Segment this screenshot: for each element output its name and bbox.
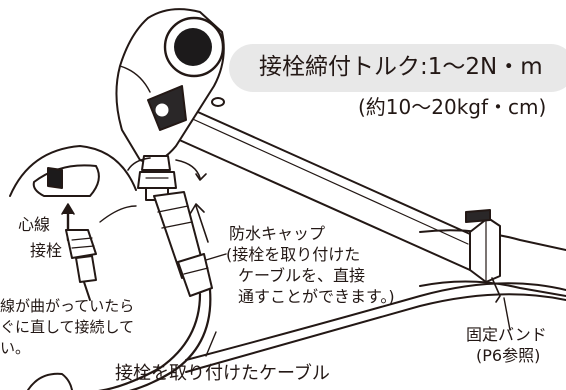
coax-cable (97, 292, 202, 390)
waterproof-cap (153, 191, 213, 297)
note-line-2: ぐに直して接続して (0, 318, 135, 336)
note-line-1: 線が曲がっていたら (0, 297, 135, 315)
note-line-3: い。 (0, 339, 31, 357)
cap-line-4: 通すことができます。) (238, 287, 395, 306)
torque-spec-text: 接栓締付トルク:1〜2N・m (259, 54, 543, 80)
core-wire-label: 心線 (18, 215, 51, 234)
band-line-1: 固定バンド (466, 325, 547, 344)
torque-callout (229, 44, 566, 92)
connector-label: 接栓 (30, 241, 63, 260)
inset-detail (9, 145, 137, 301)
torque-spec-sub: (約10〜20kgf・cm) (358, 95, 547, 119)
converter-body (115, 8, 225, 164)
band-line-2: (P6参照) (476, 346, 541, 365)
cap-line-3: ケーブルを、直接 (238, 266, 366, 285)
fixing-band (465, 209, 501, 303)
cap-line-2: (接栓を取り付けた (226, 245, 361, 264)
cable-caption: 接栓を取り付けたケーブル (115, 363, 330, 384)
cap-line-1: 防水キャップ (229, 224, 326, 243)
